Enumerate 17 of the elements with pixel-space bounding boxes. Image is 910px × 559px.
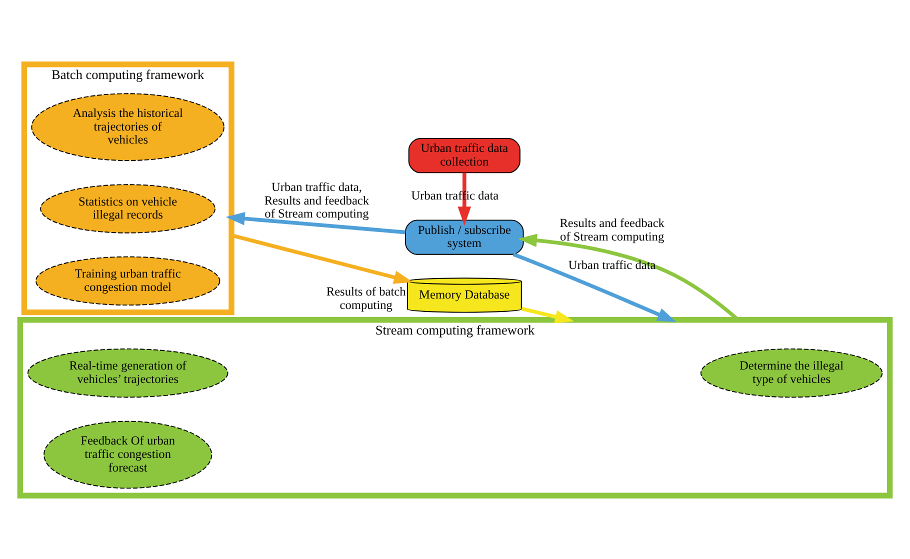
arrow	[512, 252, 676, 322]
node-ellipse: Feedback Of urban traffic congestion forecast	[44, 420, 212, 488]
arrow	[521, 306, 574, 323]
node-ellipse: Statistics on vehicle illegal records	[40, 184, 216, 233]
node-ellipse: Analysis the historical trajectories of vehicles	[31, 92, 224, 160]
edge-label: Urban traffic data, Results and feedback of Stream computing	[264, 180, 370, 220]
arrow	[458, 172, 472, 226]
node-box: Urban traffic data collection	[408, 138, 520, 173]
edge-label: Results and feedback of Stream computing	[560, 216, 664, 243]
node-ellipse: Training urban traffic congestion model	[35, 256, 220, 306]
node-ellipse: Real-time generation of vehicles’ trajectories	[27, 348, 228, 398]
node-box: Publish / subscribe system	[405, 219, 524, 254]
arrow	[231, 232, 413, 284]
arrow	[226, 212, 406, 234]
arrow	[518, 233, 740, 321]
node-label: Results of batch computing	[326, 284, 406, 312]
node-ellipse: Determine the illegal type of vehicles	[700, 348, 883, 398]
